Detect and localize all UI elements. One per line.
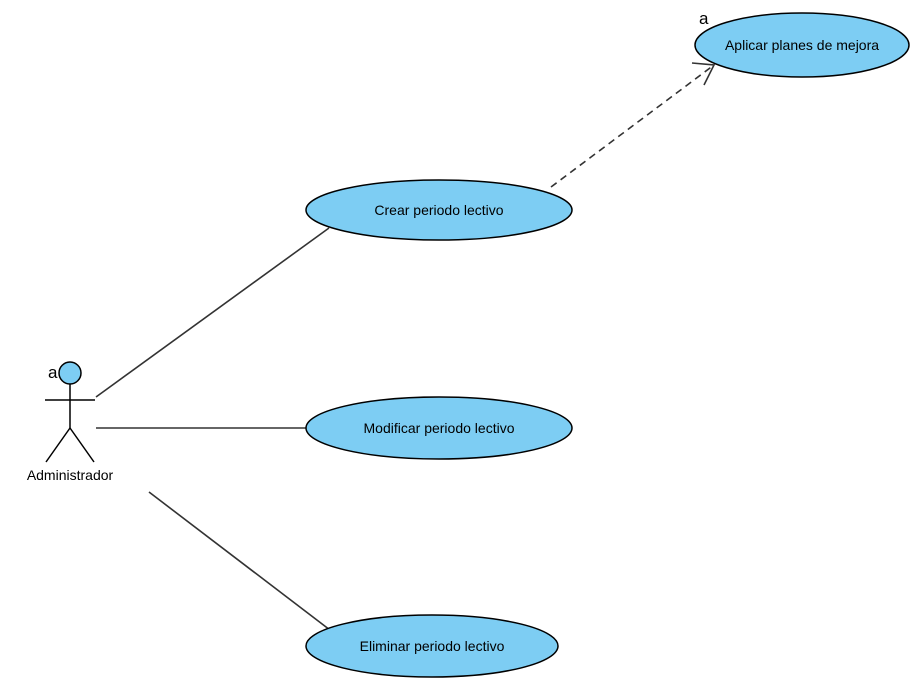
actor-marker: a: [48, 363, 58, 382]
actor-right-leg: [69, 427, 95, 463]
use-case-label: Modificar periodo lectivo: [364, 420, 515, 436]
actor-left-leg: [45, 427, 71, 463]
use-case-crear-periodo-lectivo[interactable]: Crear periodo lectivo: [305, 179, 573, 241]
use-case-eliminar-periodo-lectivo[interactable]: Eliminar periodo lectivo: [305, 614, 559, 678]
actor-administrador[interactable]: a Administrador: [27, 361, 114, 483]
use-case-ellipse: [305, 396, 573, 460]
use-case-label: Crear periodo lectivo: [374, 202, 503, 218]
actor-name: Administrador: [27, 467, 114, 483]
use-case-ellipse: [305, 179, 573, 241]
use-case-label: Eliminar periodo lectivo: [360, 638, 505, 654]
association-eliminar: [148, 491, 331, 631]
association-crear: [95, 227, 330, 398]
actor-head: [58, 361, 82, 385]
use-case-marker: a: [699, 9, 709, 28]
dependency-line: [550, 64, 715, 188]
use-case-modificar-periodo-lectivo[interactable]: Modificar periodo lectivo: [305, 396, 573, 460]
use-case-label: Aplicar planes de mejora: [725, 37, 879, 53]
use-case-ellipse: [305, 614, 559, 678]
use-case-ellipse: [694, 12, 910, 78]
dependency-arrowhead: [691, 62, 716, 86]
use-case-aplicar-planes-de-mejora[interactable]: Aplicar planes de mejora a: [694, 9, 910, 78]
